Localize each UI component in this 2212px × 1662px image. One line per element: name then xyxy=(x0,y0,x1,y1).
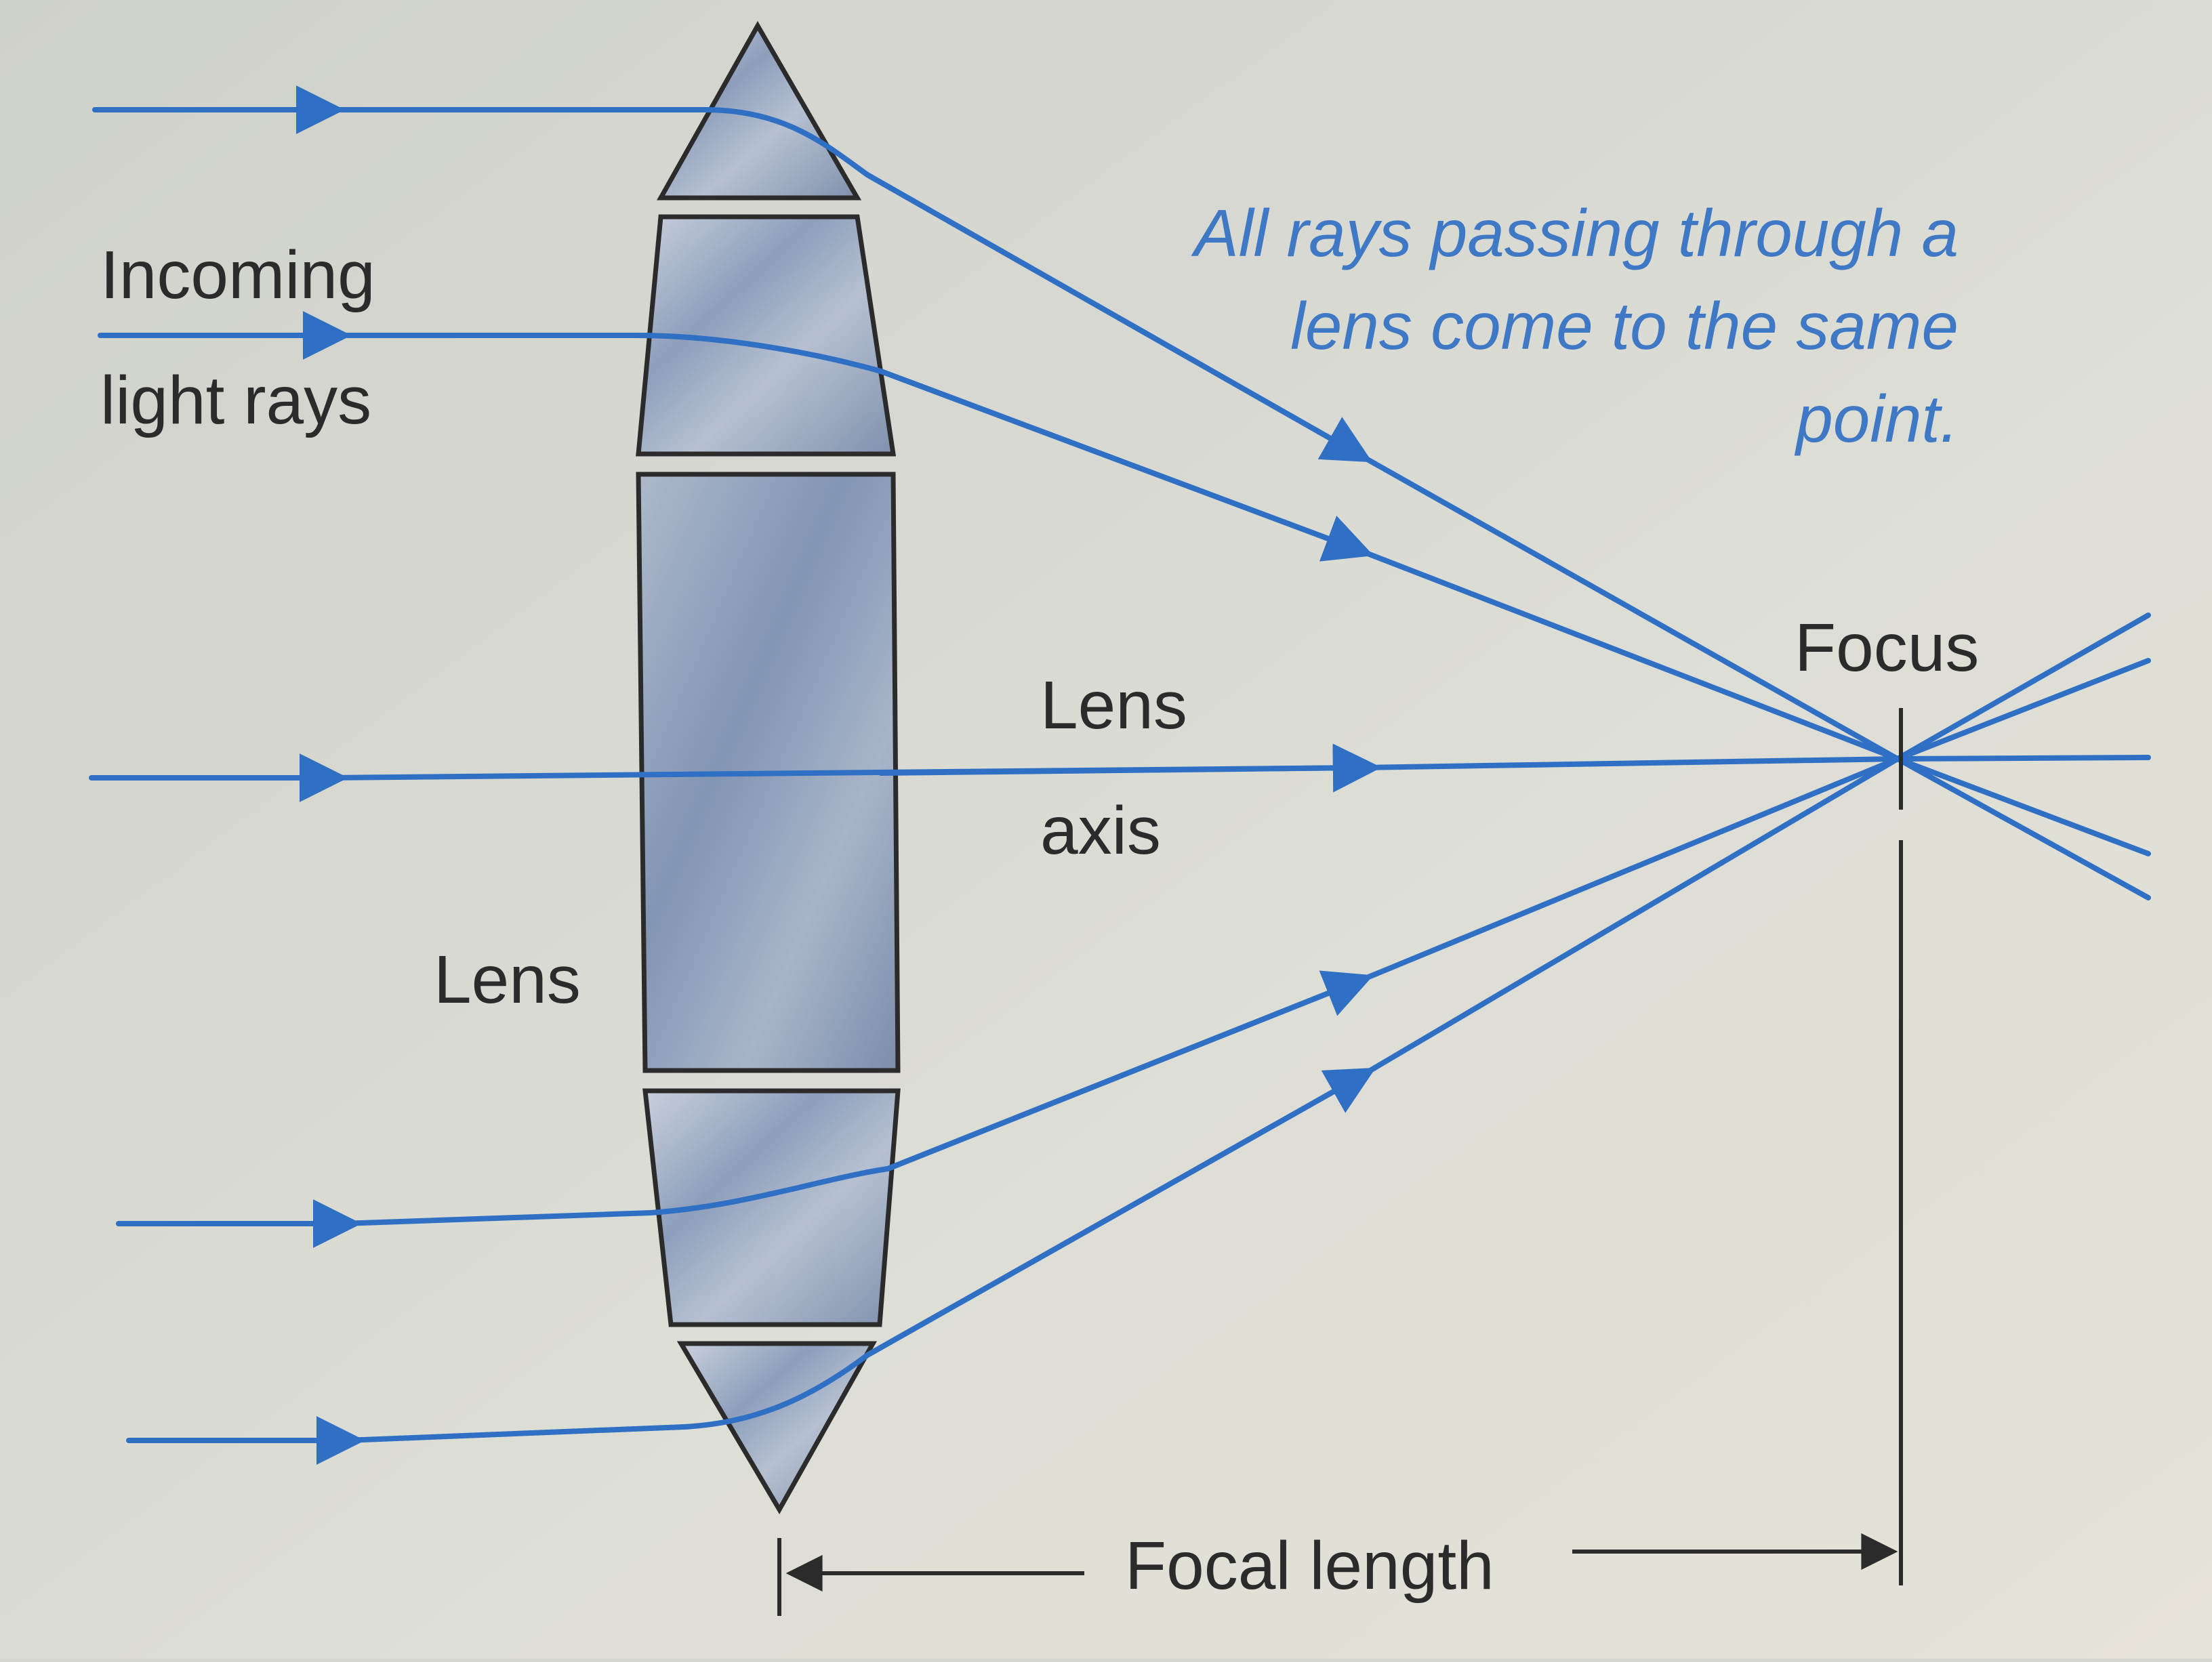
lens-label: Lens xyxy=(434,942,581,1018)
note-line3: point. xyxy=(1794,381,1959,456)
note-line2: lens come to the same xyxy=(1290,289,1959,363)
lens-upper-segment xyxy=(636,214,897,457)
note-line1: All rays passing through a xyxy=(1191,196,1959,270)
focal-length-label: Focal length xyxy=(1125,1528,1494,1604)
ray-5-converge xyxy=(1356,756,2151,1080)
focus-markers xyxy=(777,708,1903,1616)
axis-label-line2: axis xyxy=(1040,793,1161,869)
axis-label-line1: Lens xyxy=(1040,667,1187,743)
ray-3-arrow xyxy=(878,743,1382,793)
ray-1 xyxy=(323,107,1358,455)
ray-2-arrow xyxy=(878,369,1374,562)
ray-5 xyxy=(343,1075,1361,1443)
ray-2 xyxy=(329,333,1358,552)
incoming-label-line2: light rays xyxy=(100,362,371,438)
lens-lower-segment xyxy=(642,1088,901,1327)
incoming-label-line1: Incoming xyxy=(100,237,375,313)
focus-label: Focus xyxy=(1795,610,1979,686)
lens-body xyxy=(636,20,901,1514)
ray-4 xyxy=(340,980,1358,1226)
ray-4-arrow xyxy=(885,970,1374,1171)
ray-1-arrow xyxy=(865,172,1373,463)
light-rays xyxy=(89,85,2151,1465)
ray-5-arrow xyxy=(865,1067,1376,1358)
